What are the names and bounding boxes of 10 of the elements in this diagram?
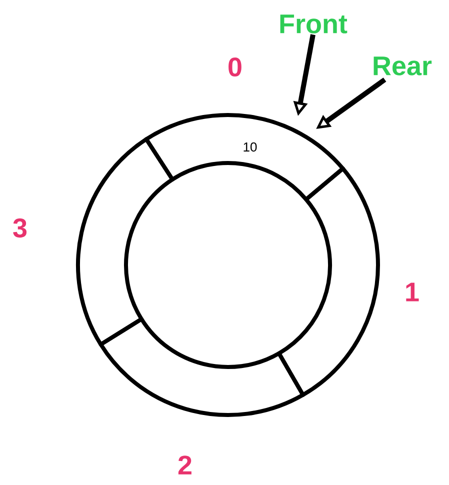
ring-segment: 10	[144, 113, 345, 202]
pointer-label: Front	[280, 14, 348, 34]
index-label: 0	[228, 57, 242, 77]
ring-segment	[277, 166, 380, 397]
pointer-label: Rear	[374, 56, 432, 76]
ring-segment	[98, 317, 305, 417]
index-label: 1	[406, 282, 419, 302]
index-label: 3	[13, 218, 27, 238]
ring-segment	[76, 137, 174, 346]
index-label: 2	[178, 456, 192, 474]
